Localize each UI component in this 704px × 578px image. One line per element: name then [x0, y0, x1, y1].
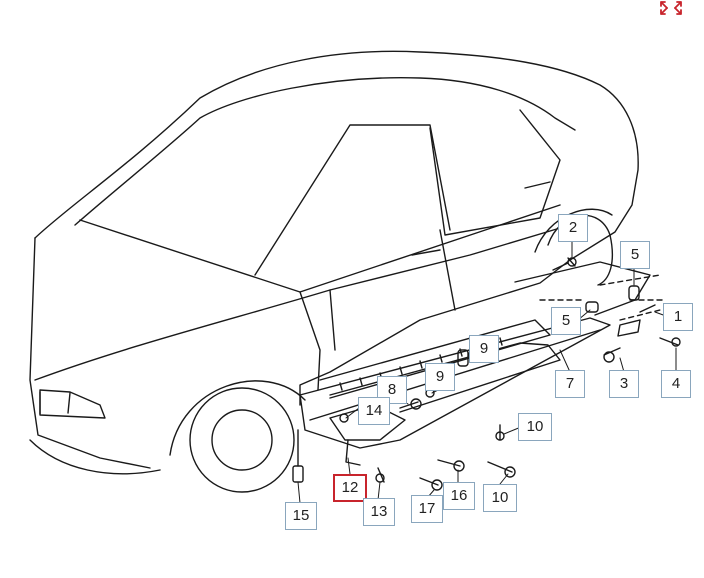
- callout-7[interactable]: 7: [555, 370, 585, 398]
- callout-15[interactable]: 15: [285, 502, 317, 530]
- callout-3[interactable]: 3: [609, 370, 639, 398]
- expand-arrows-icon[interactable]: [658, 0, 684, 16]
- callout-9-left[interactable]: 9: [425, 363, 455, 391]
- screws: [339, 257, 681, 491]
- car-body-outline: [34, 50, 639, 406]
- window-outline: [74, 77, 576, 226]
- sill-trim-panel: [299, 317, 611, 449]
- callout-17[interactable]: 17: [411, 495, 443, 523]
- callout-1[interactable]: 1: [663, 303, 693, 331]
- callout-9-right[interactable]: 9: [469, 335, 499, 363]
- callout-10-upper[interactable]: 10: [518, 413, 552, 441]
- callout-16[interactable]: 16: [443, 482, 475, 510]
- callout-4[interactable]: 4: [661, 370, 691, 398]
- front-wheel: [189, 387, 295, 493]
- callout-2[interactable]: 2: [558, 214, 588, 242]
- callout-12-selected[interactable]: 12: [333, 474, 367, 502]
- callout-13[interactable]: 13: [363, 498, 395, 526]
- callout-5-lower[interactable]: 5: [551, 307, 581, 335]
- callout-14[interactable]: 14: [358, 397, 390, 425]
- callout-5-upper[interactable]: 5: [620, 241, 650, 269]
- callout-10-lower[interactable]: 10: [483, 484, 517, 512]
